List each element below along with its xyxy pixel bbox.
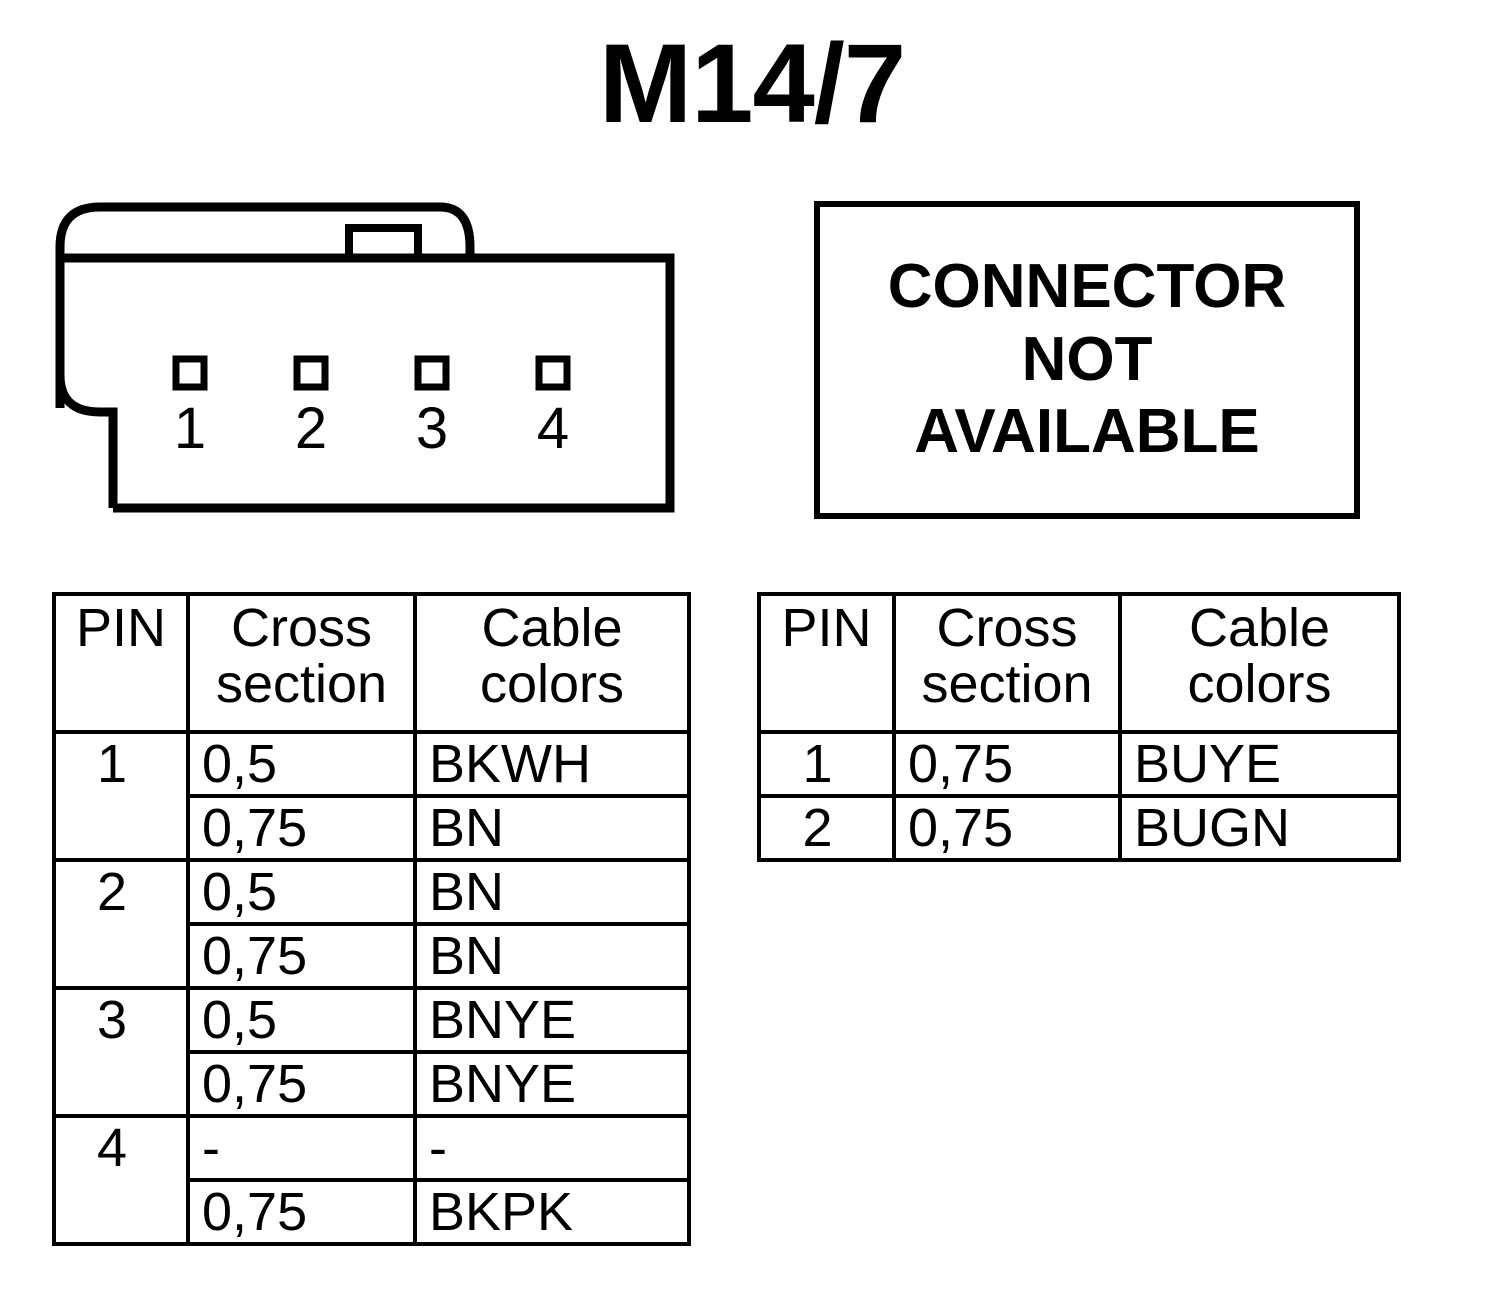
connector-lip-path [55, 202, 475, 408]
header-cable-colors: Cable colors [413, 592, 691, 734]
connector-body-path [60, 253, 675, 513]
cell-pin: 2 [757, 794, 896, 862]
header-cross-line-1: Cross [936, 598, 1078, 658]
header-cross-line-2: section [921, 654, 1093, 715]
table-row: 1 0,75 BUYE [757, 730, 1401, 798]
table-header-row: PIN Cross section Cable colors [757, 592, 1401, 734]
table-row: 2 0,5 BN [52, 858, 691, 990]
header-colors-line-2: colors [479, 654, 625, 715]
header-colors-line-1: Cable [481, 598, 623, 658]
cell-cross-section: 0,5 [186, 858, 417, 926]
table-row: 3 0,5 BNYE [52, 986, 691, 1118]
header-cable-colors: Cable colors [1118, 592, 1401, 734]
cell-cross-section: 0,75 [186, 1178, 417, 1246]
connector-outline-svg [55, 202, 675, 513]
cell-cable-colors: BNYE [413, 986, 691, 1054]
notice-line-2: NOT [1021, 324, 1153, 394]
connector-not-available-notice: CONNECTOR NOT AVAILABLE [814, 201, 1360, 519]
cell-cross-section: 0,75 [892, 794, 1122, 862]
header-colors-line-1: Cable [1188, 598, 1331, 658]
page-title: M14/7 [598, 21, 906, 146]
cell-pin: 4 [52, 1114, 190, 1246]
header-cross-section: Cross section [186, 592, 417, 734]
connector-left-step-path [55, 335, 118, 508]
table-row: 2 0,75 BUGN [757, 794, 1401, 862]
cell-cross-section: - [186, 1114, 417, 1182]
table-row: 1 0,5 BKWH [52, 730, 691, 862]
table-row: 0,75 BN [54, 922, 691, 990]
connector-latch-tab [345, 224, 422, 262]
table-row: 4 - - [52, 1114, 691, 1246]
cell-cable-colors: BN [413, 794, 691, 862]
cell-pin: 3 [52, 986, 190, 1118]
cell-cross-section: 0,75 [186, 922, 417, 990]
header-cross-section: Cross section [892, 592, 1122, 734]
cell-cross-section: 0,5 [186, 730, 417, 798]
cell-cross-section: 0,75 [892, 730, 1122, 798]
pin-table-left: PIN Cross section Cable colors 1 0,5 BKW… [52, 592, 691, 1246]
pin-label-3: 3 [415, 396, 449, 461]
header-colors-line-2: colors [1187, 654, 1332, 715]
cell-cable-colors: BN [413, 858, 691, 926]
cell-cross-section: 0,75 [186, 794, 417, 862]
header-pin: PIN [52, 592, 190, 734]
cell-cable-colors: BUGN [1118, 794, 1401, 862]
cell-cross-section: 0,75 [186, 1050, 417, 1118]
cell-pin: 2 [52, 858, 190, 990]
table-row: 0,75 BNYE [54, 1050, 691, 1118]
pin-cavity-2 [293, 355, 329, 391]
header-cross-line-2: section [215, 654, 388, 715]
table-row: 0,75 BKPK [54, 1178, 691, 1246]
cell-pin: 1 [757, 730, 896, 798]
cell-cable-colors: BKPK [413, 1178, 691, 1246]
pin-cavity-1 [172, 355, 208, 391]
cell-cable-colors: BNYE [413, 1050, 691, 1118]
pin-cavity-4 [535, 355, 571, 391]
table-header-row: PIN Cross section Cable colors [52, 592, 691, 734]
notice-line-3: AVAILABLE [914, 397, 1260, 467]
cell-cable-colors: BN [413, 922, 691, 990]
connector-diagram: 1 2 3 4 [52, 190, 692, 530]
pin-label-2: 2 [294, 396, 328, 461]
pin-label-4: 4 [536, 396, 570, 461]
cell-cross-section: 0,5 [186, 986, 417, 1054]
cell-cable-colors: BUYE [1118, 730, 1401, 798]
header-pin: PIN [757, 592, 896, 734]
cell-cable-colors: - [413, 1114, 691, 1182]
cell-pin: 1 [52, 730, 190, 862]
pin-cavity-3 [414, 355, 450, 391]
pin-label-1: 1 [173, 396, 207, 461]
header-cross-line-1: Cross [230, 598, 372, 658]
table-row: 0,75 BN [54, 794, 691, 862]
cell-cable-colors: BKWH [413, 730, 691, 798]
notice-line-1: CONNECTOR [887, 252, 1287, 322]
pin-table-right: PIN Cross section Cable colors 1 0,75 BU… [757, 592, 1401, 862]
